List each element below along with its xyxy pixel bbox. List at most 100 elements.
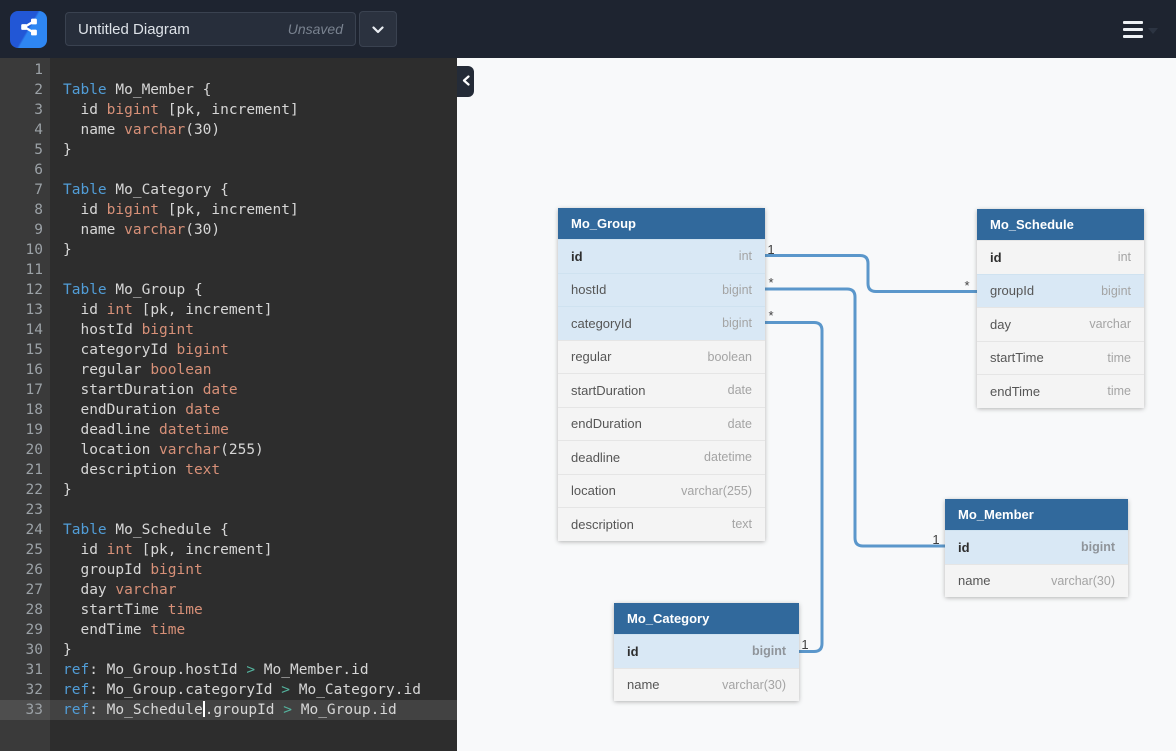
title-dropdown-button[interactable] <box>359 11 397 47</box>
field-type: bigint <box>1101 283 1131 298</box>
field-row-endDuration[interactable]: endDuration date <box>558 406 765 440</box>
line-number: 17 <box>25 382 43 398</box>
field-name: endDuration <box>571 416 642 432</box>
editor-line[interactable]: 27 day varchar <box>0 580 457 600</box>
editor-line[interactable]: 29 endTime time <box>0 620 457 640</box>
app-logo[interactable] <box>10 10 47 48</box>
code-line-text: endDuration date <box>63 402 221 418</box>
editor-line[interactable]: 16 regular boolean <box>0 360 457 380</box>
editor-line[interactable]: 25 id int [pk, increment] <box>0 540 457 560</box>
field-name: endTime <box>990 383 1041 399</box>
editor-line[interactable]: 11 <box>0 260 457 280</box>
line-number: 3 <box>34 102 43 118</box>
editor-line[interactable]: 6 <box>0 160 457 180</box>
line-number: 7 <box>34 182 43 198</box>
diagram-title-input[interactable] <box>78 20 280 38</box>
table-header[interactable]: Mo_Member <box>945 499 1128 530</box>
editor-line[interactable]: 4 name varchar(30) <box>0 120 457 140</box>
editor-line[interactable]: 9 name varchar(30) <box>0 220 457 240</box>
menu-button[interactable] <box>1123 20 1158 38</box>
field-type: int <box>1117 250 1131 265</box>
editor-line[interactable]: 26 groupId bigint <box>0 560 457 580</box>
field-name: id <box>571 248 583 264</box>
code-line-text: regular boolean <box>63 362 212 378</box>
line-number: 11 <box>25 262 43 278</box>
relationship-lines: 1**1*1 <box>765 242 977 653</box>
relationship-line[interactable] <box>765 254 977 293</box>
editor-line[interactable]: 13 id int [pk, increment] <box>0 300 457 320</box>
relationship-line[interactable] <box>765 287 945 548</box>
code-line-text: description text <box>63 462 221 478</box>
field-name: location <box>571 483 616 499</box>
line-number: 12 <box>25 282 43 298</box>
editor-line[interactable]: 5} <box>0 140 457 160</box>
relationship-line[interactable] <box>765 321 824 653</box>
editor-line[interactable]: 21 description text <box>0 460 457 480</box>
editor-line[interactable]: 15 categoryId bigint <box>0 340 457 360</box>
line-number: 30 <box>25 642 43 658</box>
editor-line[interactable]: 3 id bigint [pk, increment] <box>0 100 457 120</box>
editor-line[interactable]: 10} <box>0 240 457 260</box>
code-line-text: categoryId bigint <box>63 342 229 358</box>
line-number: 29 <box>25 622 43 638</box>
editor-line[interactable]: 19 deadline datetime <box>0 420 457 440</box>
editor-line[interactable]: 17 startDuration date <box>0 380 457 400</box>
cardinality-label: 1 <box>801 637 808 652</box>
editor-line[interactable]: 1 <box>0 60 457 80</box>
editor-line[interactable]: 23 <box>0 500 457 520</box>
field-type: date <box>727 416 752 431</box>
editor-line[interactable]: 18 endDuration date <box>0 400 457 420</box>
editor-line[interactable]: 30} <box>0 640 457 660</box>
line-number: 6 <box>34 162 43 178</box>
collapse-editor-button[interactable] <box>457 66 474 97</box>
table-header[interactable]: Mo_Category <box>614 603 799 634</box>
editor-line[interactable]: 28 startTime time <box>0 600 457 620</box>
field-name: name <box>958 573 991 589</box>
field-name: categoryId <box>571 315 632 331</box>
editor-line[interactable]: 8 id bigint [pk, increment] <box>0 200 457 220</box>
line-number: 5 <box>34 142 43 158</box>
editor-line[interactable]: 14 hostId bigint <box>0 320 457 340</box>
line-number: 28 <box>25 602 43 618</box>
field-name: id <box>958 539 970 555</box>
diagram-title-box[interactable]: Unsaved <box>65 12 356 46</box>
line-number: 22 <box>25 482 43 498</box>
table-header[interactable]: Mo_Schedule <box>977 209 1144 240</box>
editor-line[interactable]: 20 location varchar(255) <box>0 440 457 460</box>
editor-line[interactable]: 22} <box>0 480 457 500</box>
table-header[interactable]: Mo_Group <box>558 208 765 239</box>
code-line-text: id int [pk, increment] <box>63 542 273 558</box>
field-name: description <box>571 516 634 532</box>
